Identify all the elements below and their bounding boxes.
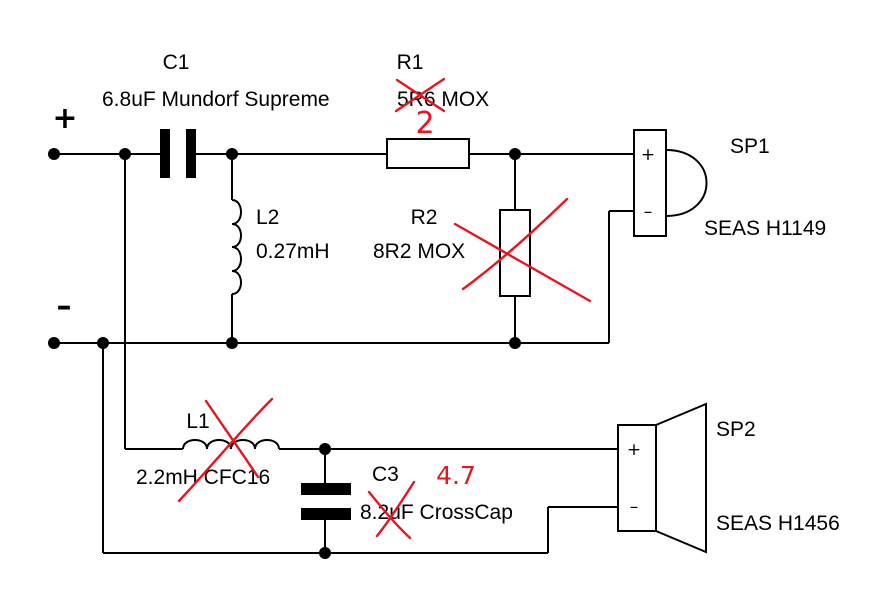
sp1-minus-pin: – — [644, 202, 653, 222]
r1-value-label: 5R6 MOX — [397, 88, 489, 111]
r1-strike-mark — [394, 77, 446, 113]
plus-terminal-label: + — [52, 101, 77, 136]
input-minus-terminal[interactable] — [48, 337, 60, 349]
speaker-sp2[interactable] — [617, 402, 707, 554]
r1-ref-label: R1 — [397, 51, 424, 74]
speaker-sp1[interactable] — [633, 129, 708, 237]
c3-ref-label: C3 — [372, 463, 399, 486]
junction-dot — [226, 148, 238, 160]
sp2-plus-pin: + — [627, 440, 641, 460]
sp1-plus-pin: + — [641, 145, 655, 165]
c3-value-label: 8.2uF CrossCap — [360, 501, 513, 524]
inductor-l1[interactable] — [182, 439, 280, 450]
sp2-ref-label: SP2 — [716, 418, 756, 441]
c3-handwritten-value: 4.7 — [436, 461, 476, 490]
r2-ref-label: R2 — [411, 206, 438, 229]
resistor-r1[interactable] — [386, 138, 470, 169]
inductor-l2[interactable] — [231, 199, 242, 295]
junction-dot — [319, 547, 331, 559]
c3-strike-mark — [367, 480, 416, 540]
junction-dot — [226, 337, 238, 349]
input-plus-terminal[interactable] — [48, 148, 60, 160]
sp2-minus-pin: – — [630, 497, 639, 517]
sp2-model-label: SEAS H1456 — [716, 512, 840, 535]
minus-terminal-label: – — [57, 289, 72, 324]
sp1-model-label: SEAS H1149 — [704, 217, 826, 240]
junction-dot — [509, 148, 521, 160]
l1-strike-mark — [177, 397, 274, 503]
l1-value-label: 2.2mH CFC16 — [136, 466, 270, 489]
junction-dot — [97, 337, 109, 349]
junction-dots — [48, 148, 521, 559]
c1-ref-label: C1 — [163, 51, 190, 74]
sp1-ref-label: SP1 — [730, 135, 770, 158]
l1-ref-label: L1 — [186, 410, 209, 433]
r2-value-label: 8R2 MOX — [373, 240, 465, 263]
junction-dot — [319, 443, 331, 455]
junction-dot — [119, 148, 131, 160]
capacitor-c1[interactable] — [160, 129, 196, 178]
r2-strike-mark — [453, 197, 592, 303]
c1-value-label: 6.8uF Mundorf Supreme — [102, 88, 330, 111]
junction-dot — [509, 337, 521, 349]
l2-value-label: 0.27mH — [256, 240, 330, 263]
capacitor-c3[interactable] — [301, 483, 351, 520]
r1-handwritten-value: 2 — [415, 106, 434, 141]
resistor-r2[interactable] — [499, 209, 531, 297]
l2-ref-label: L2 — [256, 206, 279, 229]
